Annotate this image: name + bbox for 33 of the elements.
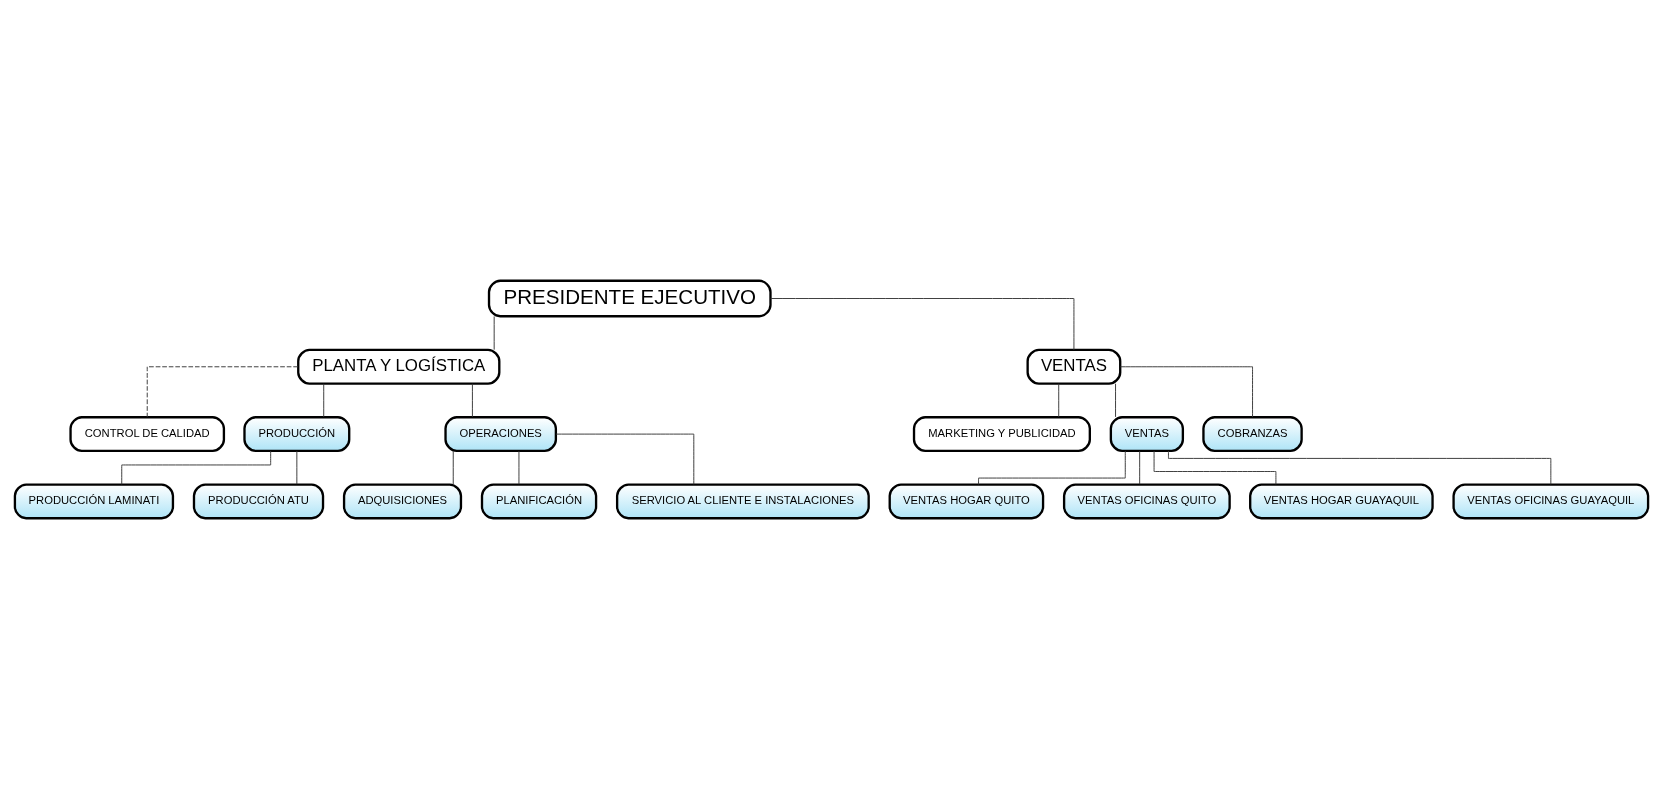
node-box: VENTAS <box>1109 416 1185 453</box>
connector <box>1115 383 1116 418</box>
node-box: PRESIDENTE EJECUTIVO <box>487 279 772 318</box>
connector <box>1139 450 1141 485</box>
node-box: OPERACIONES <box>444 416 558 453</box>
connector <box>471 383 473 418</box>
node-box: VENTAS OFICINAS GUAYAQUIL <box>1452 483 1650 520</box>
node-box: VENTAS OFICINAS QUITO <box>1062 483 1231 520</box>
node-box: VENTAS <box>1026 348 1122 385</box>
connector <box>1153 450 1277 485</box>
node-box: ADQUISICIONES <box>342 483 463 520</box>
connector <box>146 366 299 418</box>
node-box: PLANIFICACIÓN <box>480 483 598 520</box>
node-box: SERVICIO AL CLIENTE E INSTALACIONES <box>615 483 870 520</box>
node-box: PLANTA Y LOGÍSTICA <box>297 348 501 385</box>
node-box: PRODUCCIÓN <box>243 416 351 453</box>
node-box: VENTAS HOGAR QUITO <box>888 483 1045 520</box>
connector <box>1058 383 1060 418</box>
node-box: COBRANZAS <box>1202 416 1303 453</box>
connector <box>555 433 695 485</box>
connector <box>518 450 520 485</box>
node-box: CONTROL DE CALIDAD <box>69 416 226 453</box>
connector <box>452 450 454 485</box>
connector <box>1119 366 1253 418</box>
connector <box>770 298 1075 351</box>
connector <box>493 315 495 351</box>
connector <box>1168 450 1552 485</box>
node-box: VENTAS HOGAR GUAYAQUIL <box>1249 483 1434 520</box>
node-box: PRODUCCIÓN LAMINATI <box>13 483 175 520</box>
connector <box>323 383 325 418</box>
node-box: MARKETING Y PUBLICIDAD <box>912 416 1091 453</box>
node-box: PRODUCCIÓN ATU <box>192 483 325 520</box>
connector <box>296 450 298 485</box>
